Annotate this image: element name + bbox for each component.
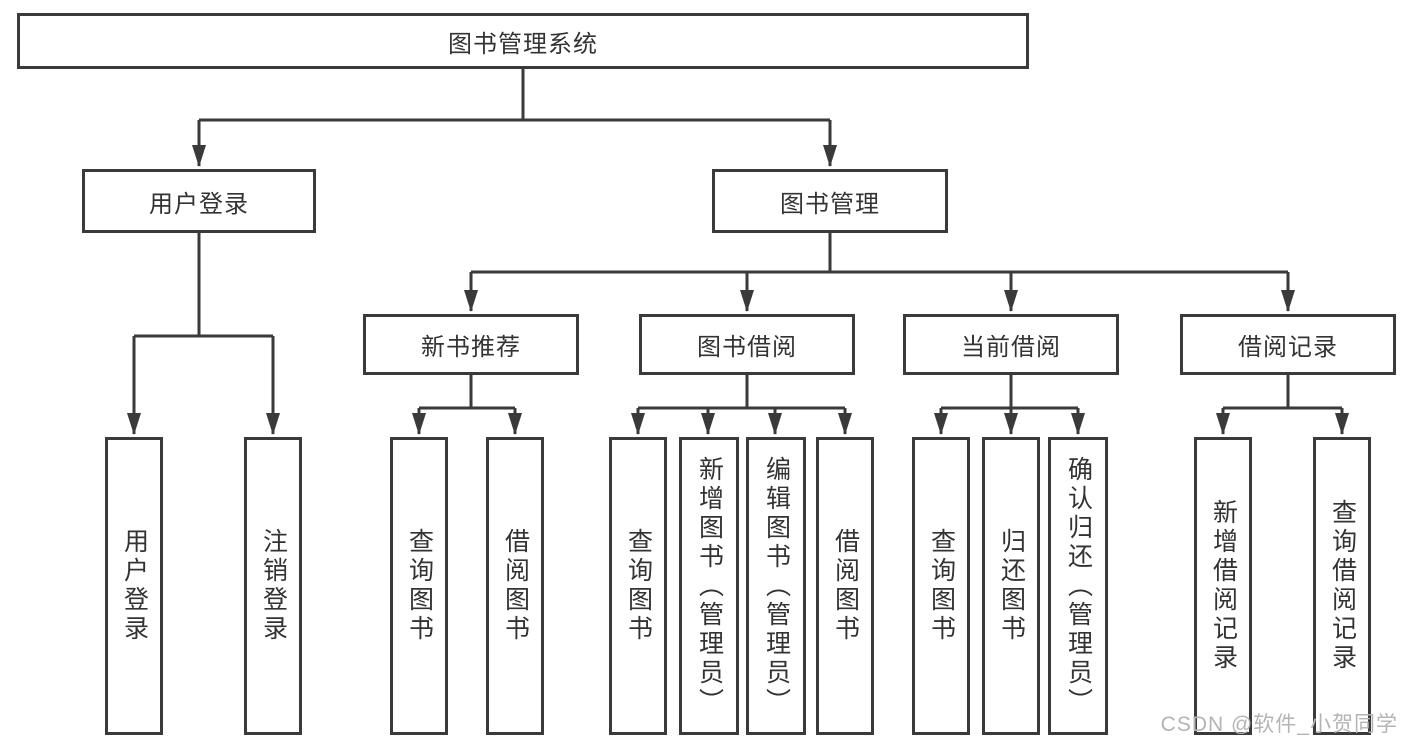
node-user-login: 用户登录 (82, 169, 316, 233)
node-label: 查询图书 (624, 528, 653, 644)
node-label: 借阅图书 (831, 528, 860, 644)
node-label: 当前借阅 (961, 334, 1061, 361)
node-label: 查询借阅记录 (1328, 499, 1357, 673)
node-new-book-recommend: 新书推荐 (363, 314, 579, 375)
leaf-br-query-record: 查询借阅记录 (1313, 437, 1371, 735)
node-label: 查询图书 (927, 528, 956, 644)
node-label: 确认归还（管理员） (1064, 455, 1093, 717)
node-library-system: 图书管理系统 (17, 13, 1029, 69)
leaf-logout: 注销登录 (244, 437, 302, 735)
node-label: 用户登录 (120, 528, 149, 644)
node-label: 新增借阅记录 (1209, 499, 1238, 673)
node-label: 编辑图书（管理员） (762, 455, 791, 717)
node-label: 新增图书（管理员） (695, 455, 724, 717)
leaf-cb-query-books: 查询图书 (912, 437, 970, 735)
csdn-watermark: CSDN @软件_小贺同学 (1160, 713, 1398, 736)
node-book-management: 图书管理 (712, 169, 948, 233)
node-label: 注销登录 (259, 528, 288, 644)
node-book-borrowing: 图书借阅 (639, 314, 855, 375)
leaf-nb-query-books: 查询图书 (390, 437, 448, 735)
leaf-br-add-record: 新增借阅记录 (1194, 437, 1252, 735)
node-label: 归还图书 (997, 528, 1026, 644)
leaf-nb-borrow-books: 借阅图书 (486, 437, 544, 735)
node-label: 图书借阅 (697, 334, 797, 361)
leaf-cb-return-books: 归还图书 (982, 437, 1040, 735)
leaf-cb-confirm-return-admin: 确认归还（管理员） (1048, 437, 1108, 735)
node-label: 图书管理系统 (448, 30, 598, 58)
leaf-bb-borrow-books: 借阅图书 (816, 437, 874, 735)
node-borrow-records: 借阅记录 (1180, 314, 1396, 375)
node-label: 用户登录 (149, 190, 249, 218)
node-label: 借阅图书 (501, 528, 530, 644)
node-label: 借阅记录 (1238, 334, 1338, 361)
leaf-bb-query-books: 查询图书 (609, 437, 667, 735)
leaf-bb-add-books-admin: 新增图书（管理员） (679, 437, 739, 735)
node-label: 图书管理 (780, 190, 880, 218)
node-current-borrowing: 当前借阅 (903, 314, 1119, 375)
leaf-bb-edit-books-admin: 编辑图书（管理员） (746, 437, 806, 735)
leaf-user-login: 用户登录 (105, 437, 163, 735)
node-label: 新书推荐 (421, 334, 521, 361)
node-label: 查询图书 (405, 528, 434, 644)
